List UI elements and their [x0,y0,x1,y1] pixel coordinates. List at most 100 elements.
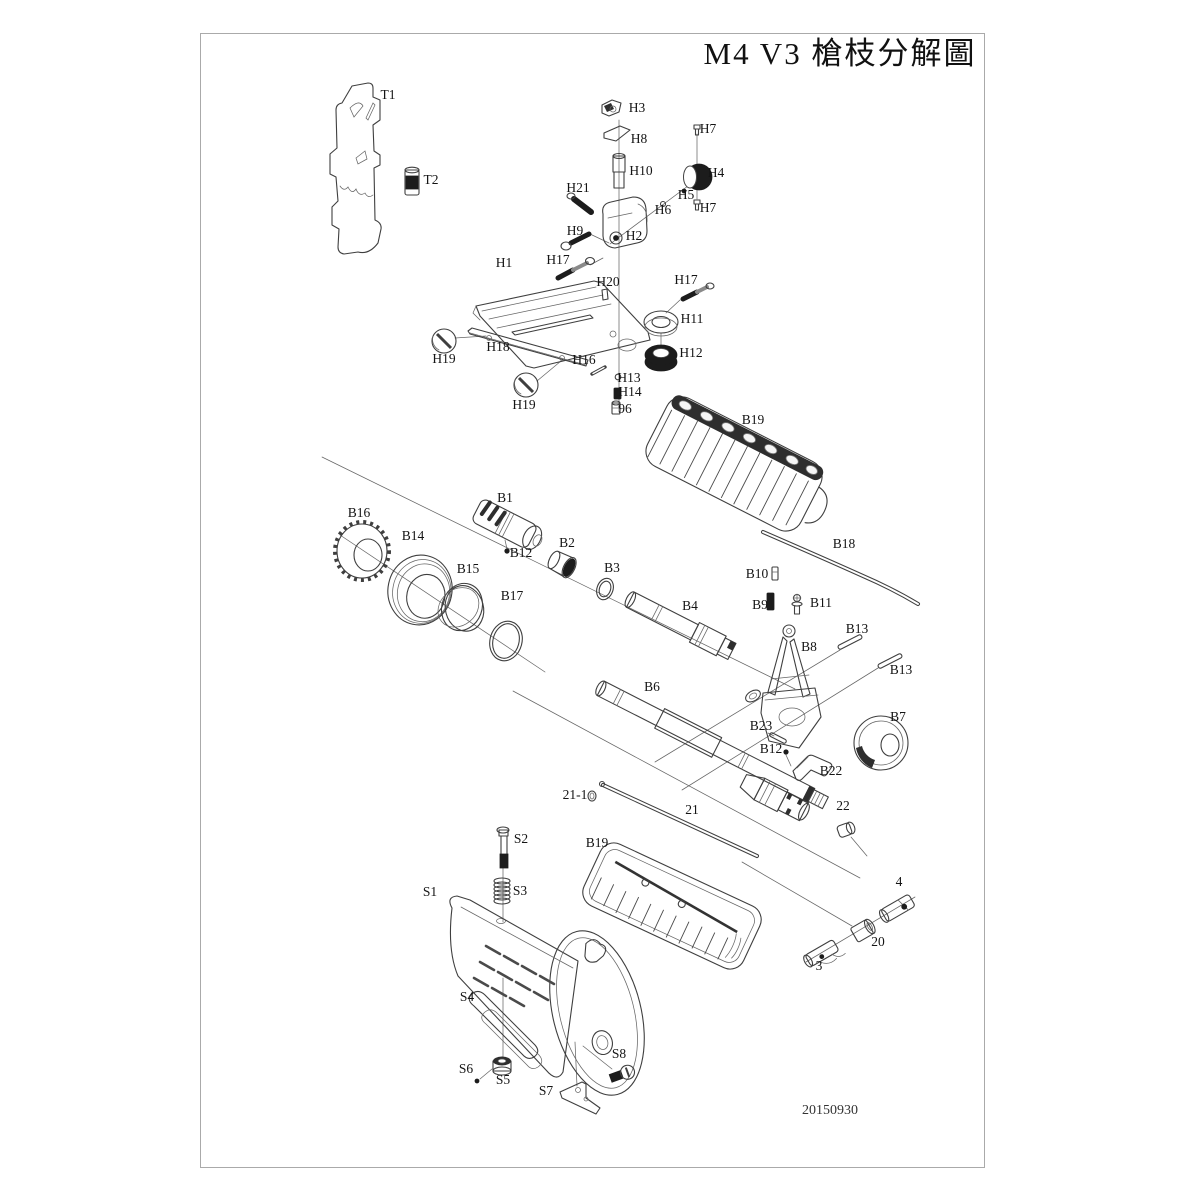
part-label-H10: H10 [629,163,652,178]
part-H11-ring [643,310,679,337]
part-label-H2: H2 [626,228,643,243]
part-B10-pin [771,566,779,581]
part-21-1-oring [587,790,597,802]
part-label-4: 4 [896,874,903,889]
part-label-B23: B23 [750,718,773,733]
part-H20-pin [601,288,609,301]
part-B6-outer-barrel [595,680,829,810]
part-label-H7: H7 [700,121,717,136]
part-label-3: 3 [816,958,823,973]
part-label-H9: H9 [567,223,584,238]
part-B4-front-barrel [624,591,737,660]
part-label-H19: H19 [512,397,535,412]
part-label-T1: T1 [381,87,396,102]
part-label-H5: H5 [678,187,695,202]
part-21-inner-barrel [598,780,759,858]
part-H17-right-screw [680,282,715,302]
part-H7-bottom [693,199,701,211]
part-H19-right-screw [513,372,539,398]
part-label-B2: B2 [559,535,575,550]
part-H8 [603,125,631,142]
part-label-B3: B3 [604,560,620,575]
part-T2 [404,166,420,196]
part-T1-wrench [329,82,382,255]
part-B2-bushing [547,550,577,579]
part-label-B15: B15 [457,561,480,576]
part-label-H8: H8 [631,131,648,146]
part-label-96: 96 [618,401,632,416]
part-label-H1: H1 [496,255,513,270]
part-label-H7: H7 [700,200,717,215]
part-label-H12: H12 [679,345,702,360]
part-4 [878,894,915,923]
part-label-B19: B19 [586,835,609,850]
part-H5-pin [681,188,687,194]
part-H10 [612,152,626,189]
part-label-B12: B12 [510,545,533,560]
part-S2-screw [496,826,510,869]
part-B12-pin-2 [783,749,789,755]
part-label-T2: T2 [424,172,439,187]
date-stamp: 20150930 [802,1103,858,1118]
part-H1-rail [472,280,651,369]
part-label-H20: H20 [596,274,619,289]
part-label-S4: S4 [460,989,475,1004]
part-B8-front-sight [745,624,822,749]
part-H21-screw [566,192,594,215]
part-label-B1: B1 [497,490,513,505]
part-S1-stock [449,895,645,1096]
part-label-H18: H18 [486,339,509,354]
part-B13-pin-2 [877,653,903,669]
part-B15-weld-spring [437,582,485,632]
part-H9-screw [560,231,592,251]
part-label-B16: B16 [348,505,371,520]
part-S4-lever [468,990,543,1069]
part-label-21: 21 [685,802,699,817]
part-B12-pin [504,548,510,554]
part-label-B13: B13 [846,621,869,636]
part-H14 [613,387,622,400]
part-S6-pin [474,1078,480,1084]
part-S5-nut [492,1056,512,1076]
part-H18-rail [467,327,589,367]
part-S8-screw [608,1064,636,1083]
part-label-S7: S7 [539,1083,554,1098]
part-H7-top [693,124,701,136]
part-H3 [601,99,622,117]
part-hopup-chamber [739,774,810,822]
part-B22-sling-swivel [792,754,833,782]
part-label-B14: B14 [402,528,425,543]
part-label-22: 22 [836,798,850,813]
part-label-21-1: 21-1 [563,787,588,802]
part-label-S1: S1 [423,884,437,899]
part-B3-oring [596,577,614,601]
part-B19-top-handguard [645,395,828,532]
part-B13-pin-1 [837,634,863,650]
page-border [200,33,985,1168]
part-B7-handguard-cap [853,715,909,771]
part-label-S2: S2 [514,831,528,846]
part-label-H3: H3 [629,100,646,115]
part-B19-bottom-handguard [582,842,762,970]
leader-lines [321,119,916,1087]
part-label-H19: H19 [432,351,455,366]
part-label-20: 20 [871,934,885,949]
part-B11-valve [791,593,803,615]
part-B14-barrel-nut [387,554,453,626]
part-96 [611,400,621,415]
part-S3-spring [493,877,511,905]
part-label-B10: B10 [746,566,769,581]
part-H13 [614,373,622,381]
part-label-B8: B8 [801,639,817,654]
part-label-B17: B17 [501,588,524,603]
part-label-H4: H4 [708,165,725,180]
part-label-H17: H17 [546,252,569,267]
part-label-B13: B13 [890,662,913,677]
part-H12-ring [644,344,678,372]
part-label-B11: B11 [810,595,832,610]
part-label-H11: H11 [681,311,704,326]
part-label-B12: B12 [760,741,783,756]
part-H6-ring [659,200,667,208]
